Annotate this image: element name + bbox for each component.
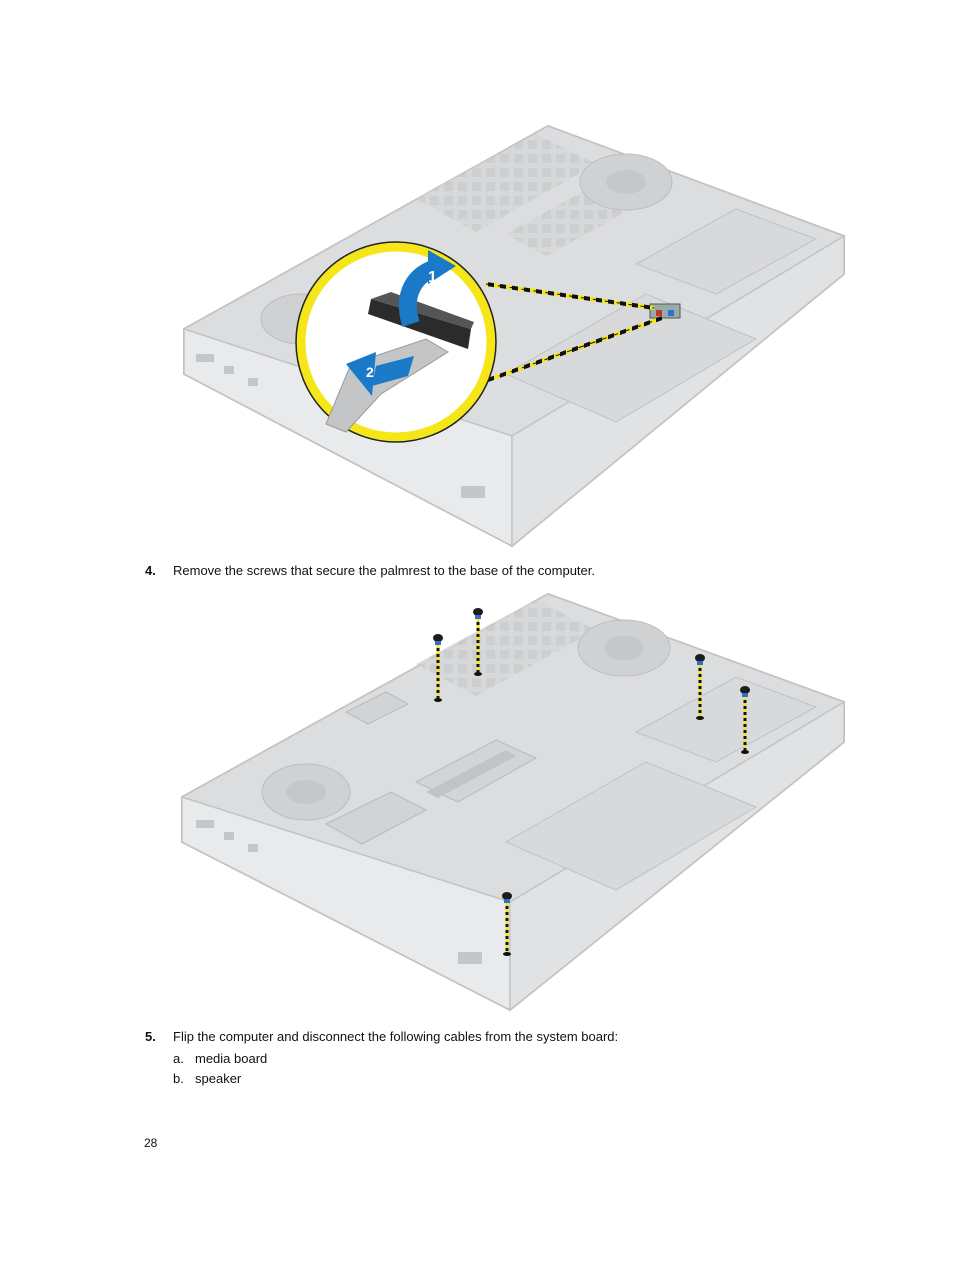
arrow-2-label: 2 xyxy=(366,364,374,380)
laptop-base-screws-illustration xyxy=(180,592,846,1012)
step-text: Flip the computer and disconnect the fol… xyxy=(173,1029,619,1044)
step-text: Remove the screws that secure the palmre… xyxy=(173,563,595,578)
screw-marker xyxy=(502,892,512,956)
arrow-1-label: 1 xyxy=(428,269,437,286)
figure-cable-disconnect: 1 2 xyxy=(176,124,848,549)
substep-text: speaker xyxy=(195,1071,242,1086)
page-number: 28 xyxy=(144,1136,158,1150)
screw-marker xyxy=(473,608,483,676)
step-number: 4. xyxy=(145,563,156,578)
substep-label: b. xyxy=(173,1071,184,1086)
screw-marker xyxy=(433,634,443,702)
substep-text: media board xyxy=(195,1051,268,1066)
figure-palmrest-screws xyxy=(176,592,848,1012)
step-number: 5. xyxy=(145,1029,156,1044)
screw-marker xyxy=(695,654,705,720)
substep-label: a. xyxy=(173,1051,184,1066)
laptop-base-illustration: 1 2 xyxy=(182,124,846,548)
screw-marker xyxy=(740,686,750,754)
